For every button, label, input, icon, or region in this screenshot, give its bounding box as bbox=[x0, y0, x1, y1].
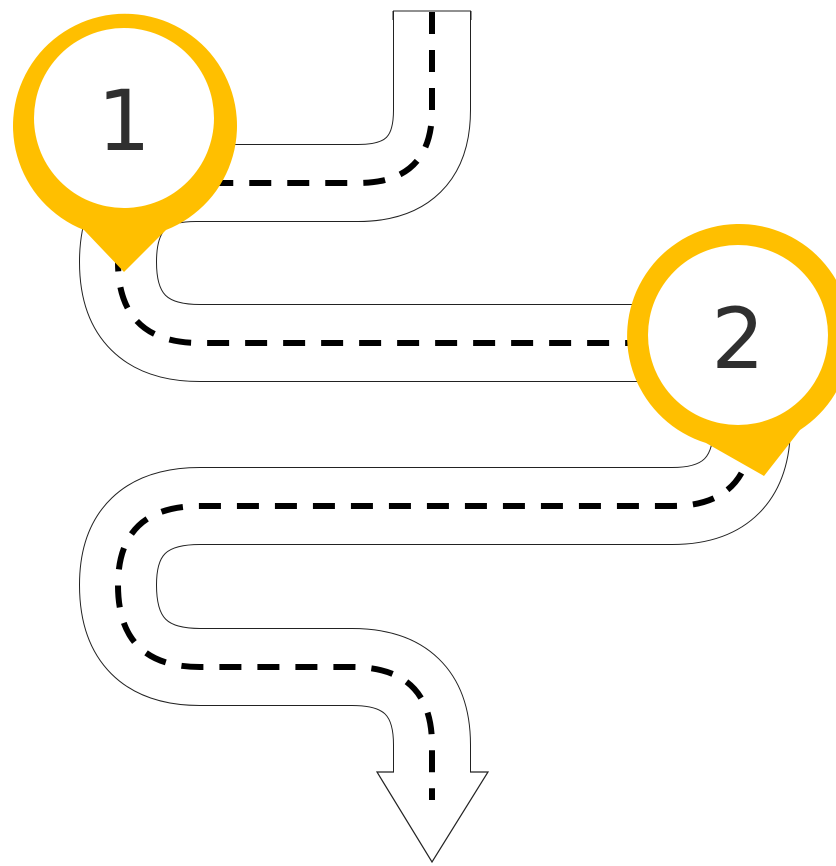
pin-1-number: 1 bbox=[97, 72, 150, 170]
location-pin-2: 2 bbox=[627, 224, 836, 476]
pin-2-number: 2 bbox=[711, 290, 764, 388]
road-arrow-head bbox=[375, 771, 490, 864]
location-pin-1: 1 bbox=[12, 13, 238, 272]
pin-2-inner bbox=[648, 245, 828, 425]
road-top-cap bbox=[393, 0, 471, 11]
pin-1-inner bbox=[34, 28, 214, 208]
